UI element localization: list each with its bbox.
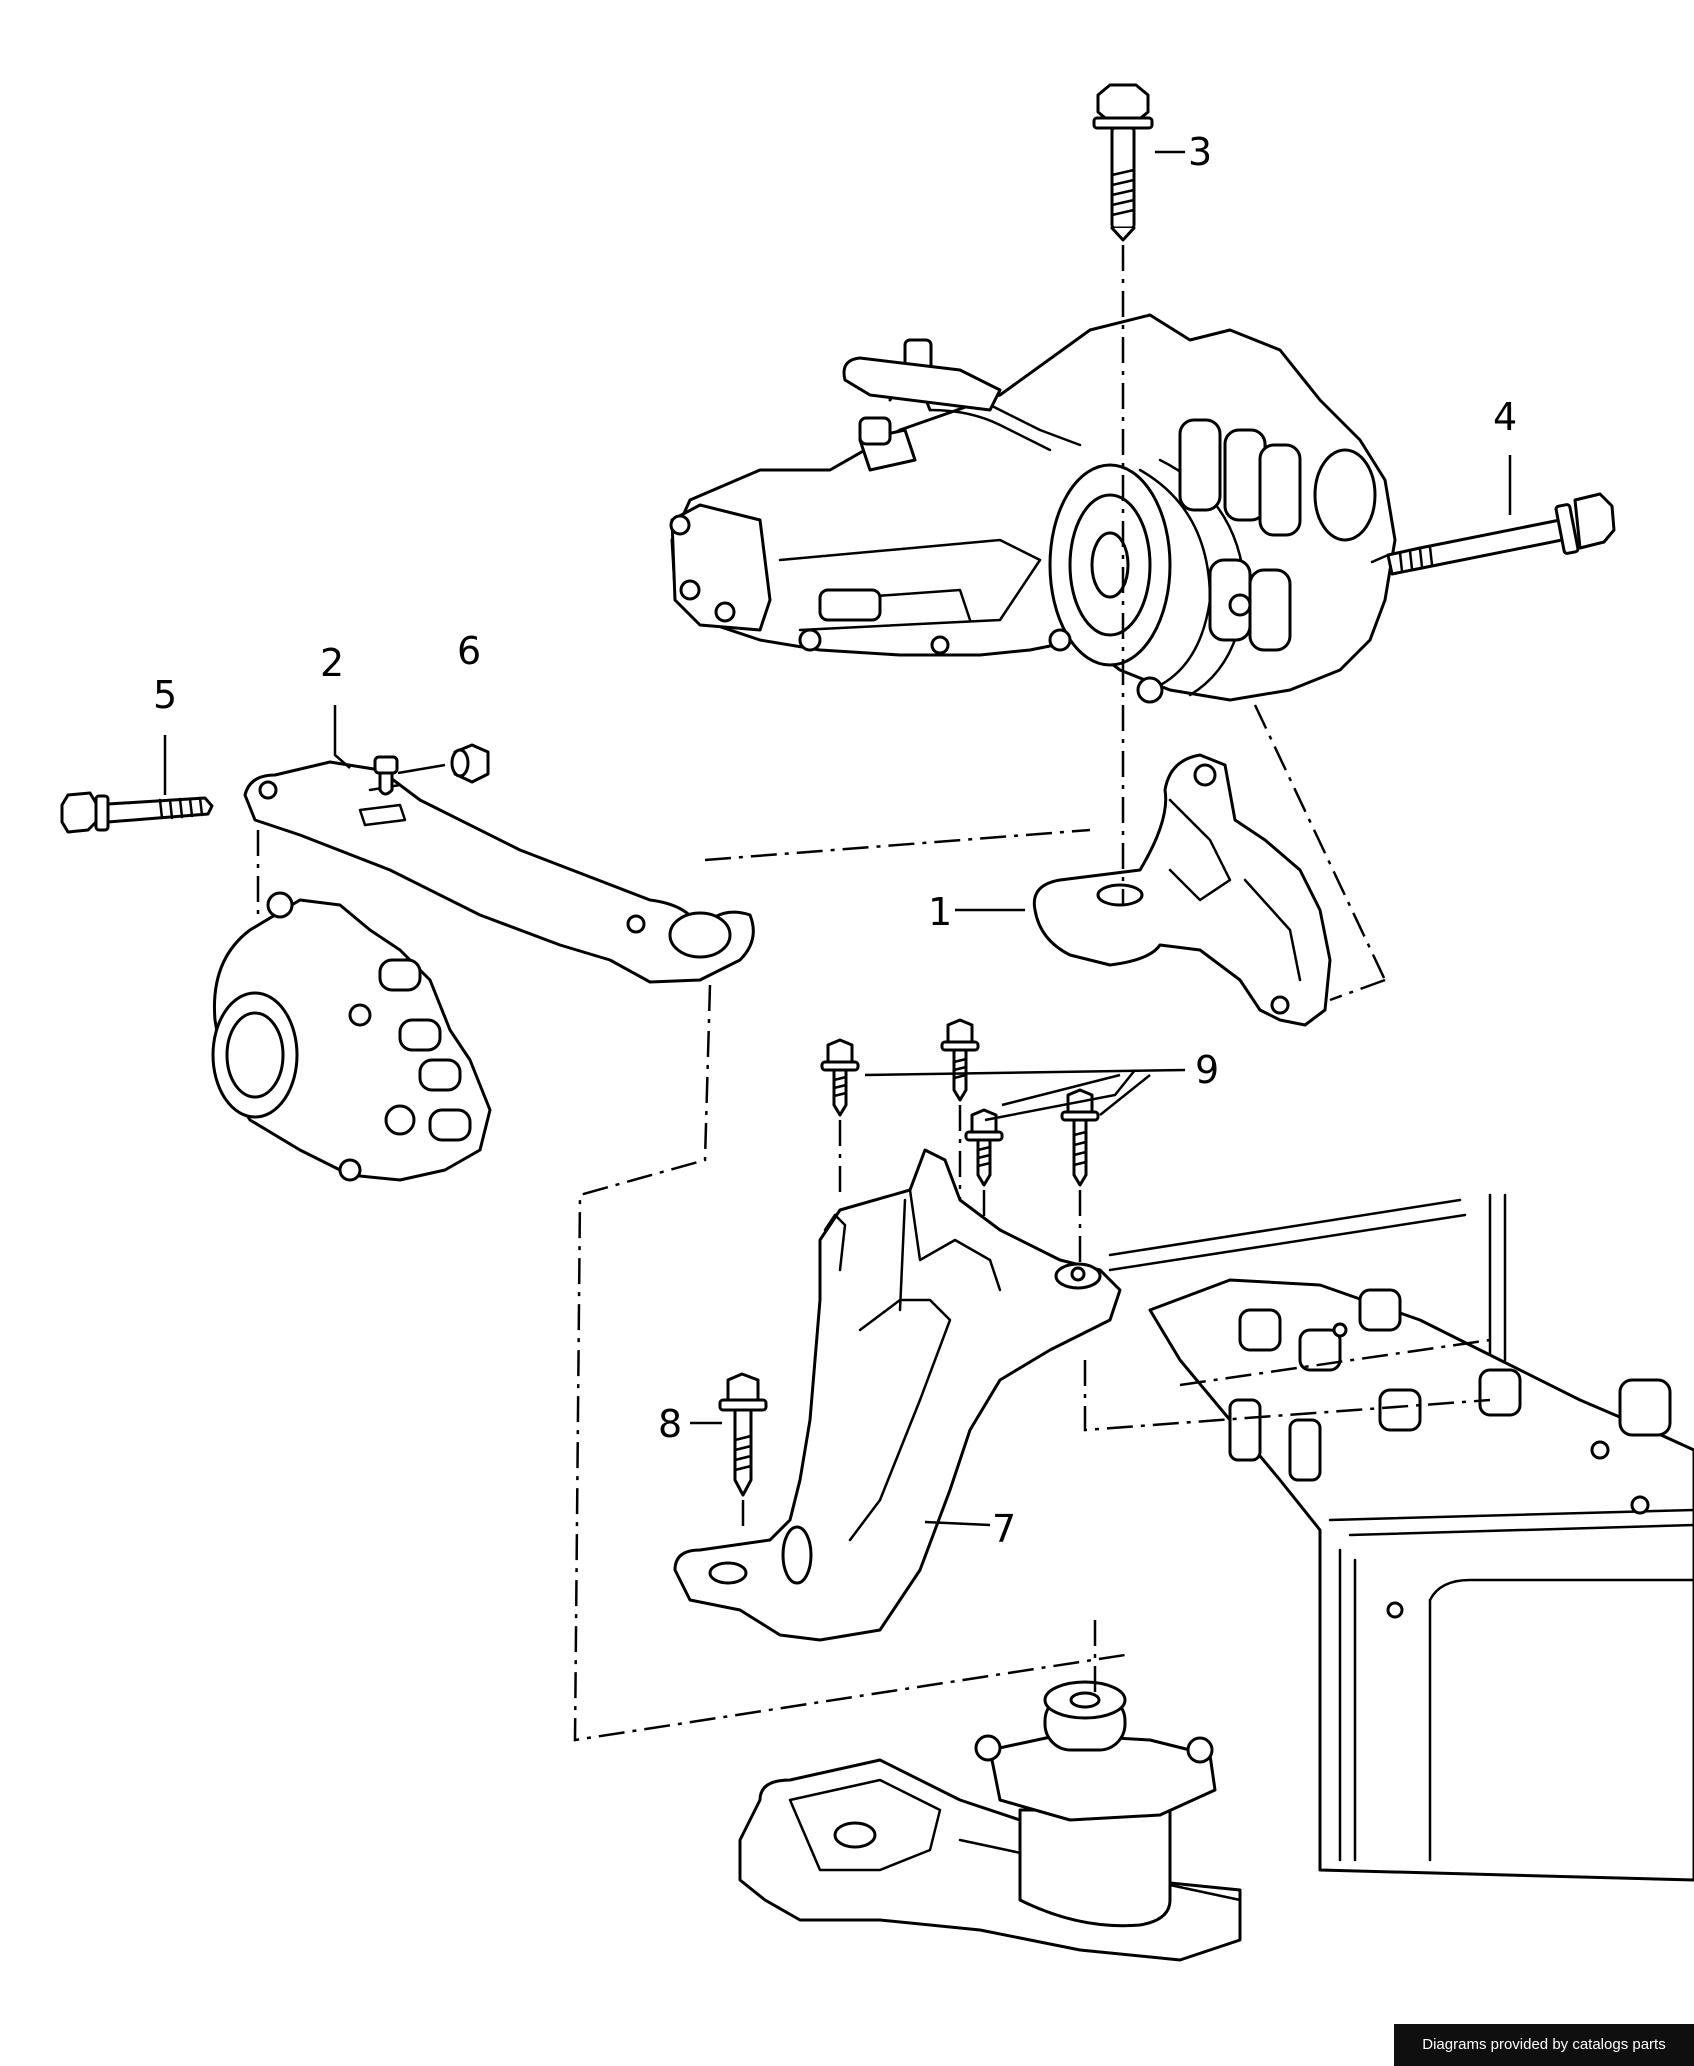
gearbox-illustration bbox=[669, 313, 1397, 704]
callout-3: 3 bbox=[1188, 130, 1212, 174]
callout-5: 5 bbox=[153, 673, 177, 717]
nut-6-illustration bbox=[450, 743, 490, 784]
alignment-lines bbox=[256, 245, 1491, 1742]
bolts-9-illustration bbox=[820, 1018, 1100, 1187]
crossmember-2-illustration bbox=[243, 755, 755, 984]
callout-6: 6 bbox=[457, 629, 481, 673]
callout-4: 4 bbox=[1493, 395, 1517, 439]
callout-labels: 1 2 3 4 5 6 7 8 9 bbox=[153, 130, 1517, 1551]
left-housing-illustration bbox=[211, 891, 492, 1182]
leader-lines bbox=[163, 150, 1512, 1527]
bolt-8-illustration bbox=[718, 1372, 768, 1497]
bracket-1-illustration bbox=[1032, 753, 1332, 1027]
callout-2: 2 bbox=[320, 641, 344, 685]
callout-1: 1 bbox=[928, 890, 952, 934]
callout-9: 9 bbox=[1195, 1048, 1219, 1092]
bolt-4-illustration bbox=[1370, 492, 1616, 576]
bolt-3-illustration bbox=[1092, 83, 1154, 242]
engine-block-illustration bbox=[1108, 1193, 1694, 1882]
credit-badge: Diagrams provided by catalogs parts bbox=[1394, 2024, 1694, 2066]
callout-7: 7 bbox=[992, 1507, 1016, 1551]
bracket-7-illustration bbox=[673, 1148, 1122, 1642]
callout-8: 8 bbox=[658, 1402, 682, 1446]
bolt-5-illustration bbox=[60, 791, 214, 834]
engine-mount-illustration bbox=[738, 1680, 1242, 1962]
